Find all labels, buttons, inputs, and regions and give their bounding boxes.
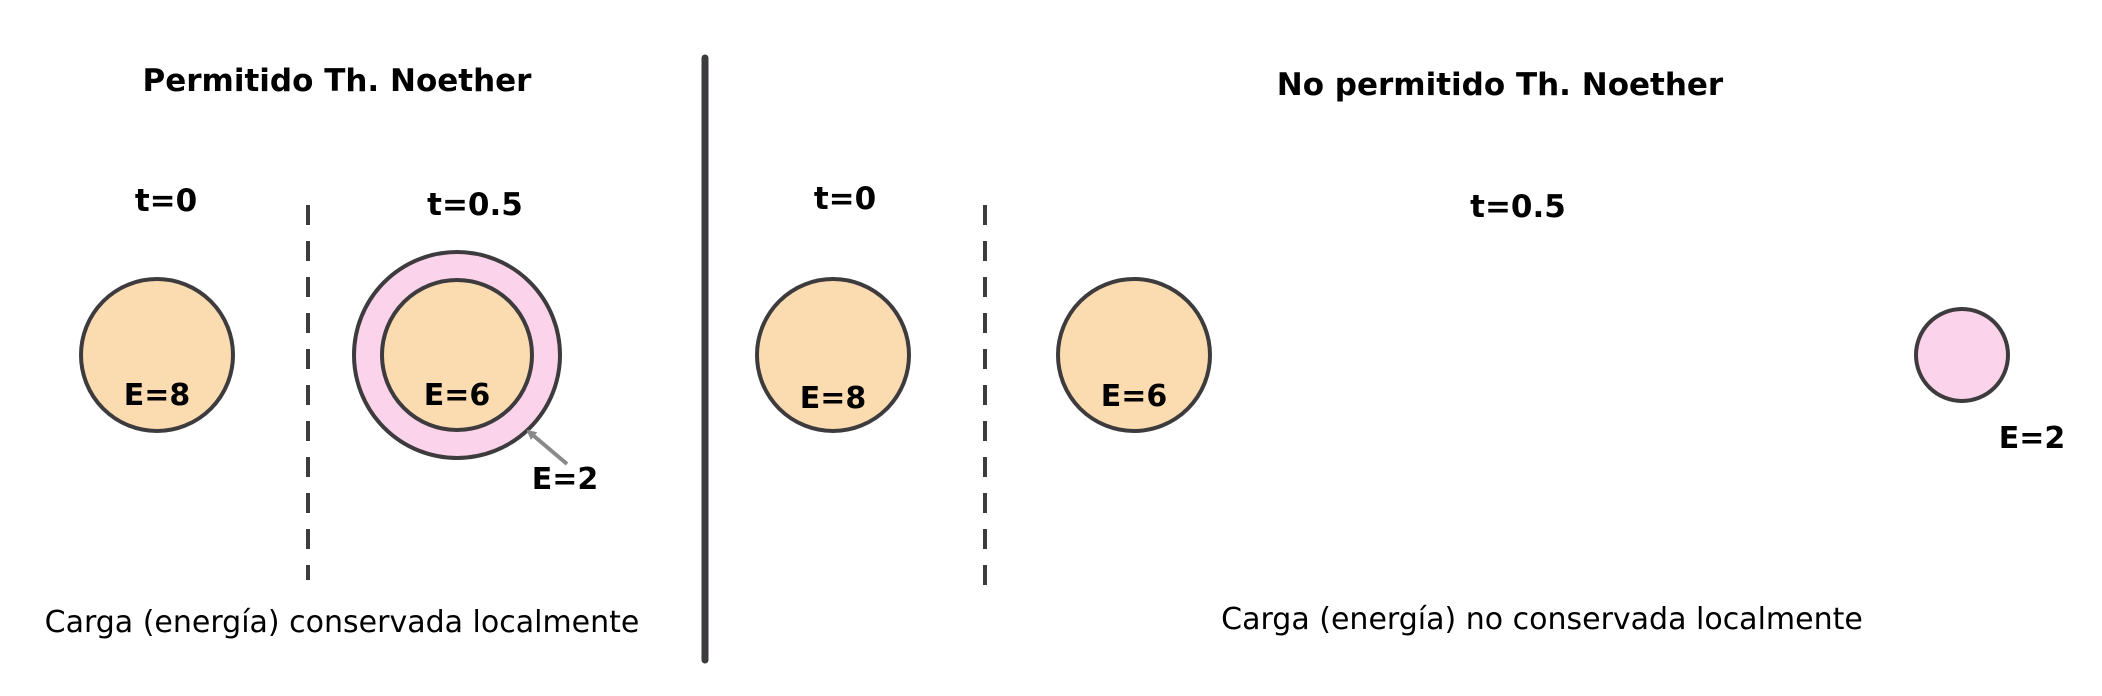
right-caption: Carga (energía) no conservada localmente: [1221, 602, 1863, 637]
right-far-ball-energy: E=2: [1998, 421, 2066, 456]
left-panel-title: Permitido Th. Noether: [142, 63, 532, 99]
left-t1-label: t=0.5: [427, 187, 523, 223]
right-ball-t0-energy: E=8: [799, 381, 867, 416]
left-ball-t0: [79, 277, 235, 433]
left-ball-t0-energy: E=8: [123, 378, 191, 413]
left-t0-label: t=0: [134, 183, 198, 219]
left-ball-t1-inner-energy: E=6: [423, 378, 491, 413]
right-t0-label: t=0: [813, 181, 877, 217]
right-panel-title: No permitido Th. Noether: [1276, 67, 1724, 103]
right-far-ball: [1914, 307, 2010, 403]
left-ball-t1-inner: [380, 278, 534, 432]
left-caption: Carga (energía) conservada localmente: [44, 605, 640, 640]
right-t1-label: t=0.5: [1470, 189, 1566, 225]
shell-pointer-arrow: [526, 429, 569, 466]
right-ball-t0: [755, 277, 911, 433]
right-ball-t1: [1056, 277, 1212, 433]
right-ball-t1-energy: E=6: [1100, 379, 1168, 414]
left-shell-energy: E=2: [531, 462, 599, 497]
